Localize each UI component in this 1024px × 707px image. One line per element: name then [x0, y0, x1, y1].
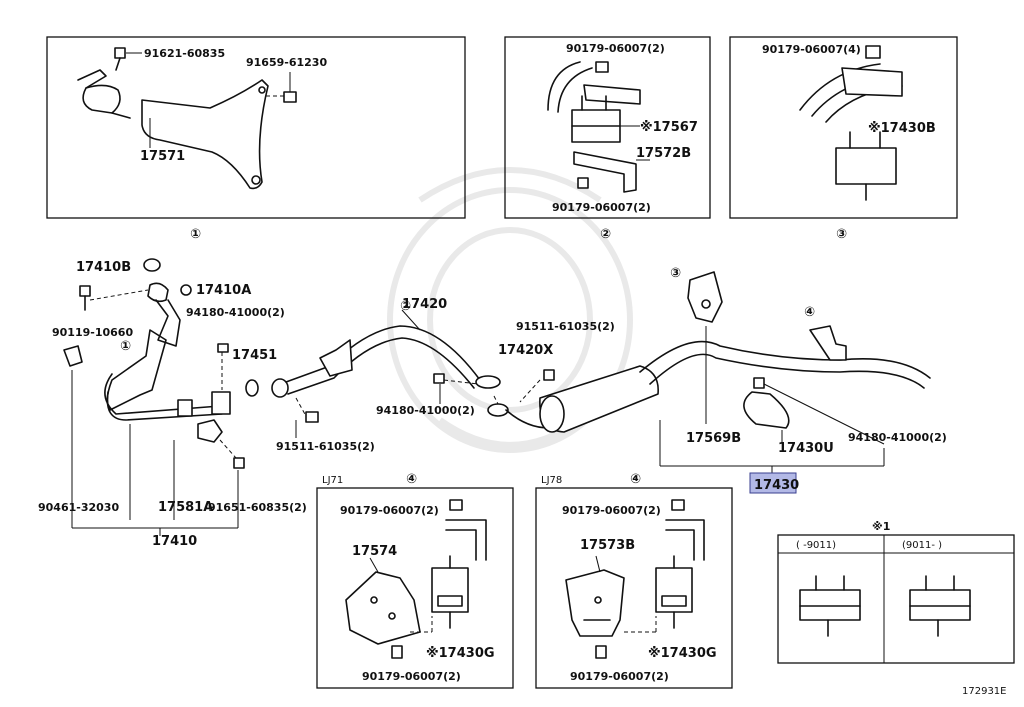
center-pipe-17420 — [271, 309, 501, 438]
inset-bracket-17571 — [46, 36, 466, 219]
callout-circle-4-lj78: ④ — [630, 472, 641, 487]
label-17567[interactable]: ※17567 — [640, 120, 698, 135]
selected-part-highlight — [749, 472, 797, 494]
label-17573B[interactable]: 17573B — [580, 538, 635, 553]
label-94180-41000-2-right[interactable]: 94180-41000(2) — [848, 431, 947, 444]
label-17430U[interactable]: 17430U — [778, 441, 834, 456]
label-17420X[interactable]: 17420X — [498, 343, 553, 358]
label-17410[interactable]: 17410 — [152, 534, 197, 549]
label-91651-60835-2[interactable]: 91651-60835(2) — [208, 501, 307, 514]
label-90461-32030[interactable]: 90461-32030 — [38, 501, 119, 514]
callout-circle-2-pipe: ② — [400, 299, 411, 314]
label-17410A[interactable]: 17410A — [196, 283, 251, 298]
label-17451[interactable]: 17451 — [232, 348, 277, 363]
lj71-mount-box — [316, 487, 514, 689]
label-90179-06007-4[interactable]: 90179-06007(4) — [762, 43, 861, 56]
label-91511-61035-2-left[interactable]: 91511-61035(2) — [276, 440, 375, 453]
note-box-title: ※1 — [872, 520, 890, 533]
label-17410B[interactable]: 17410B — [76, 260, 131, 275]
label-17571[interactable]: 17571 — [140, 149, 185, 164]
label-90179-06007-2-lj71-bottom[interactable]: 90179-06007(2) — [362, 670, 461, 683]
label-17430G-lj71[interactable]: ※17430G — [426, 646, 495, 661]
label-90179-06007-2-lj71-top[interactable]: 90179-06007(2) — [340, 504, 439, 517]
label-91621-60835[interactable]: 91621-60835 — [144, 47, 225, 60]
label-17430B[interactable]: ※17430B — [868, 121, 936, 136]
label-90179-06007-2-lj78-bottom[interactable]: 90179-06007(2) — [570, 670, 669, 683]
callout-circle-4-lj71: ④ — [406, 472, 417, 487]
label-17569B[interactable]: 17569B — [686, 431, 741, 446]
label-94180-41000-2-left[interactable]: 94180-41000(2) — [186, 306, 285, 319]
label-17574[interactable]: 17574 — [352, 544, 397, 559]
variant-label-lj78: LJ78 — [541, 475, 562, 486]
label-17581A[interactable]: 17581A — [158, 500, 213, 515]
front-pipe-assembly-17410 — [63, 258, 259, 536]
variant-label-lj71: LJ71 — [322, 475, 343, 486]
tail-pipe-with-muffler — [487, 271, 931, 474]
callout-circle-4-pipe: ④ — [804, 305, 815, 320]
label-91511-61035-2-right[interactable]: 91511-61035(2) — [516, 320, 615, 333]
note-box-variants — [777, 534, 1015, 664]
callout-circle-2: ② — [600, 227, 611, 242]
label-17430-selected[interactable]: 17430 — [754, 478, 799, 493]
callout-circle-1-pipe: ① — [120, 339, 131, 354]
callout-circle-3: ③ — [836, 227, 847, 242]
label-90179-06007-2-lj78-top[interactable]: 90179-06007(2) — [562, 504, 661, 517]
label-17572B[interactable]: 17572B — [636, 146, 691, 161]
callout-circle-3-pipe: ③ — [670, 266, 681, 281]
label-91659-61230[interactable]: 91659-61230 — [246, 56, 327, 69]
label-90179-06007-2-top[interactable]: 90179-06007(2) — [566, 42, 665, 55]
diagram-reference-number: 172931E — [962, 686, 1007, 697]
label-90119-10660[interactable]: 90119-10660 — [52, 326, 133, 339]
label-17420[interactable]: 17420 — [402, 297, 447, 312]
inset-mount-17567 — [504, 36, 711, 219]
label-94180-41000-2-center[interactable]: 94180-41000(2) — [376, 404, 475, 417]
note-col-1-range: ( -9011) — [796, 540, 836, 551]
label-90179-06007-2-bottom[interactable]: 90179-06007(2) — [552, 201, 651, 214]
lj78-mount-box — [535, 487, 733, 689]
callout-circle-1: ① — [190, 227, 201, 242]
inset-mount-17430B — [729, 36, 958, 219]
note-col-2-range: (9011- ) — [902, 540, 942, 551]
label-17430G-lj78[interactable]: ※17430G — [648, 646, 717, 661]
